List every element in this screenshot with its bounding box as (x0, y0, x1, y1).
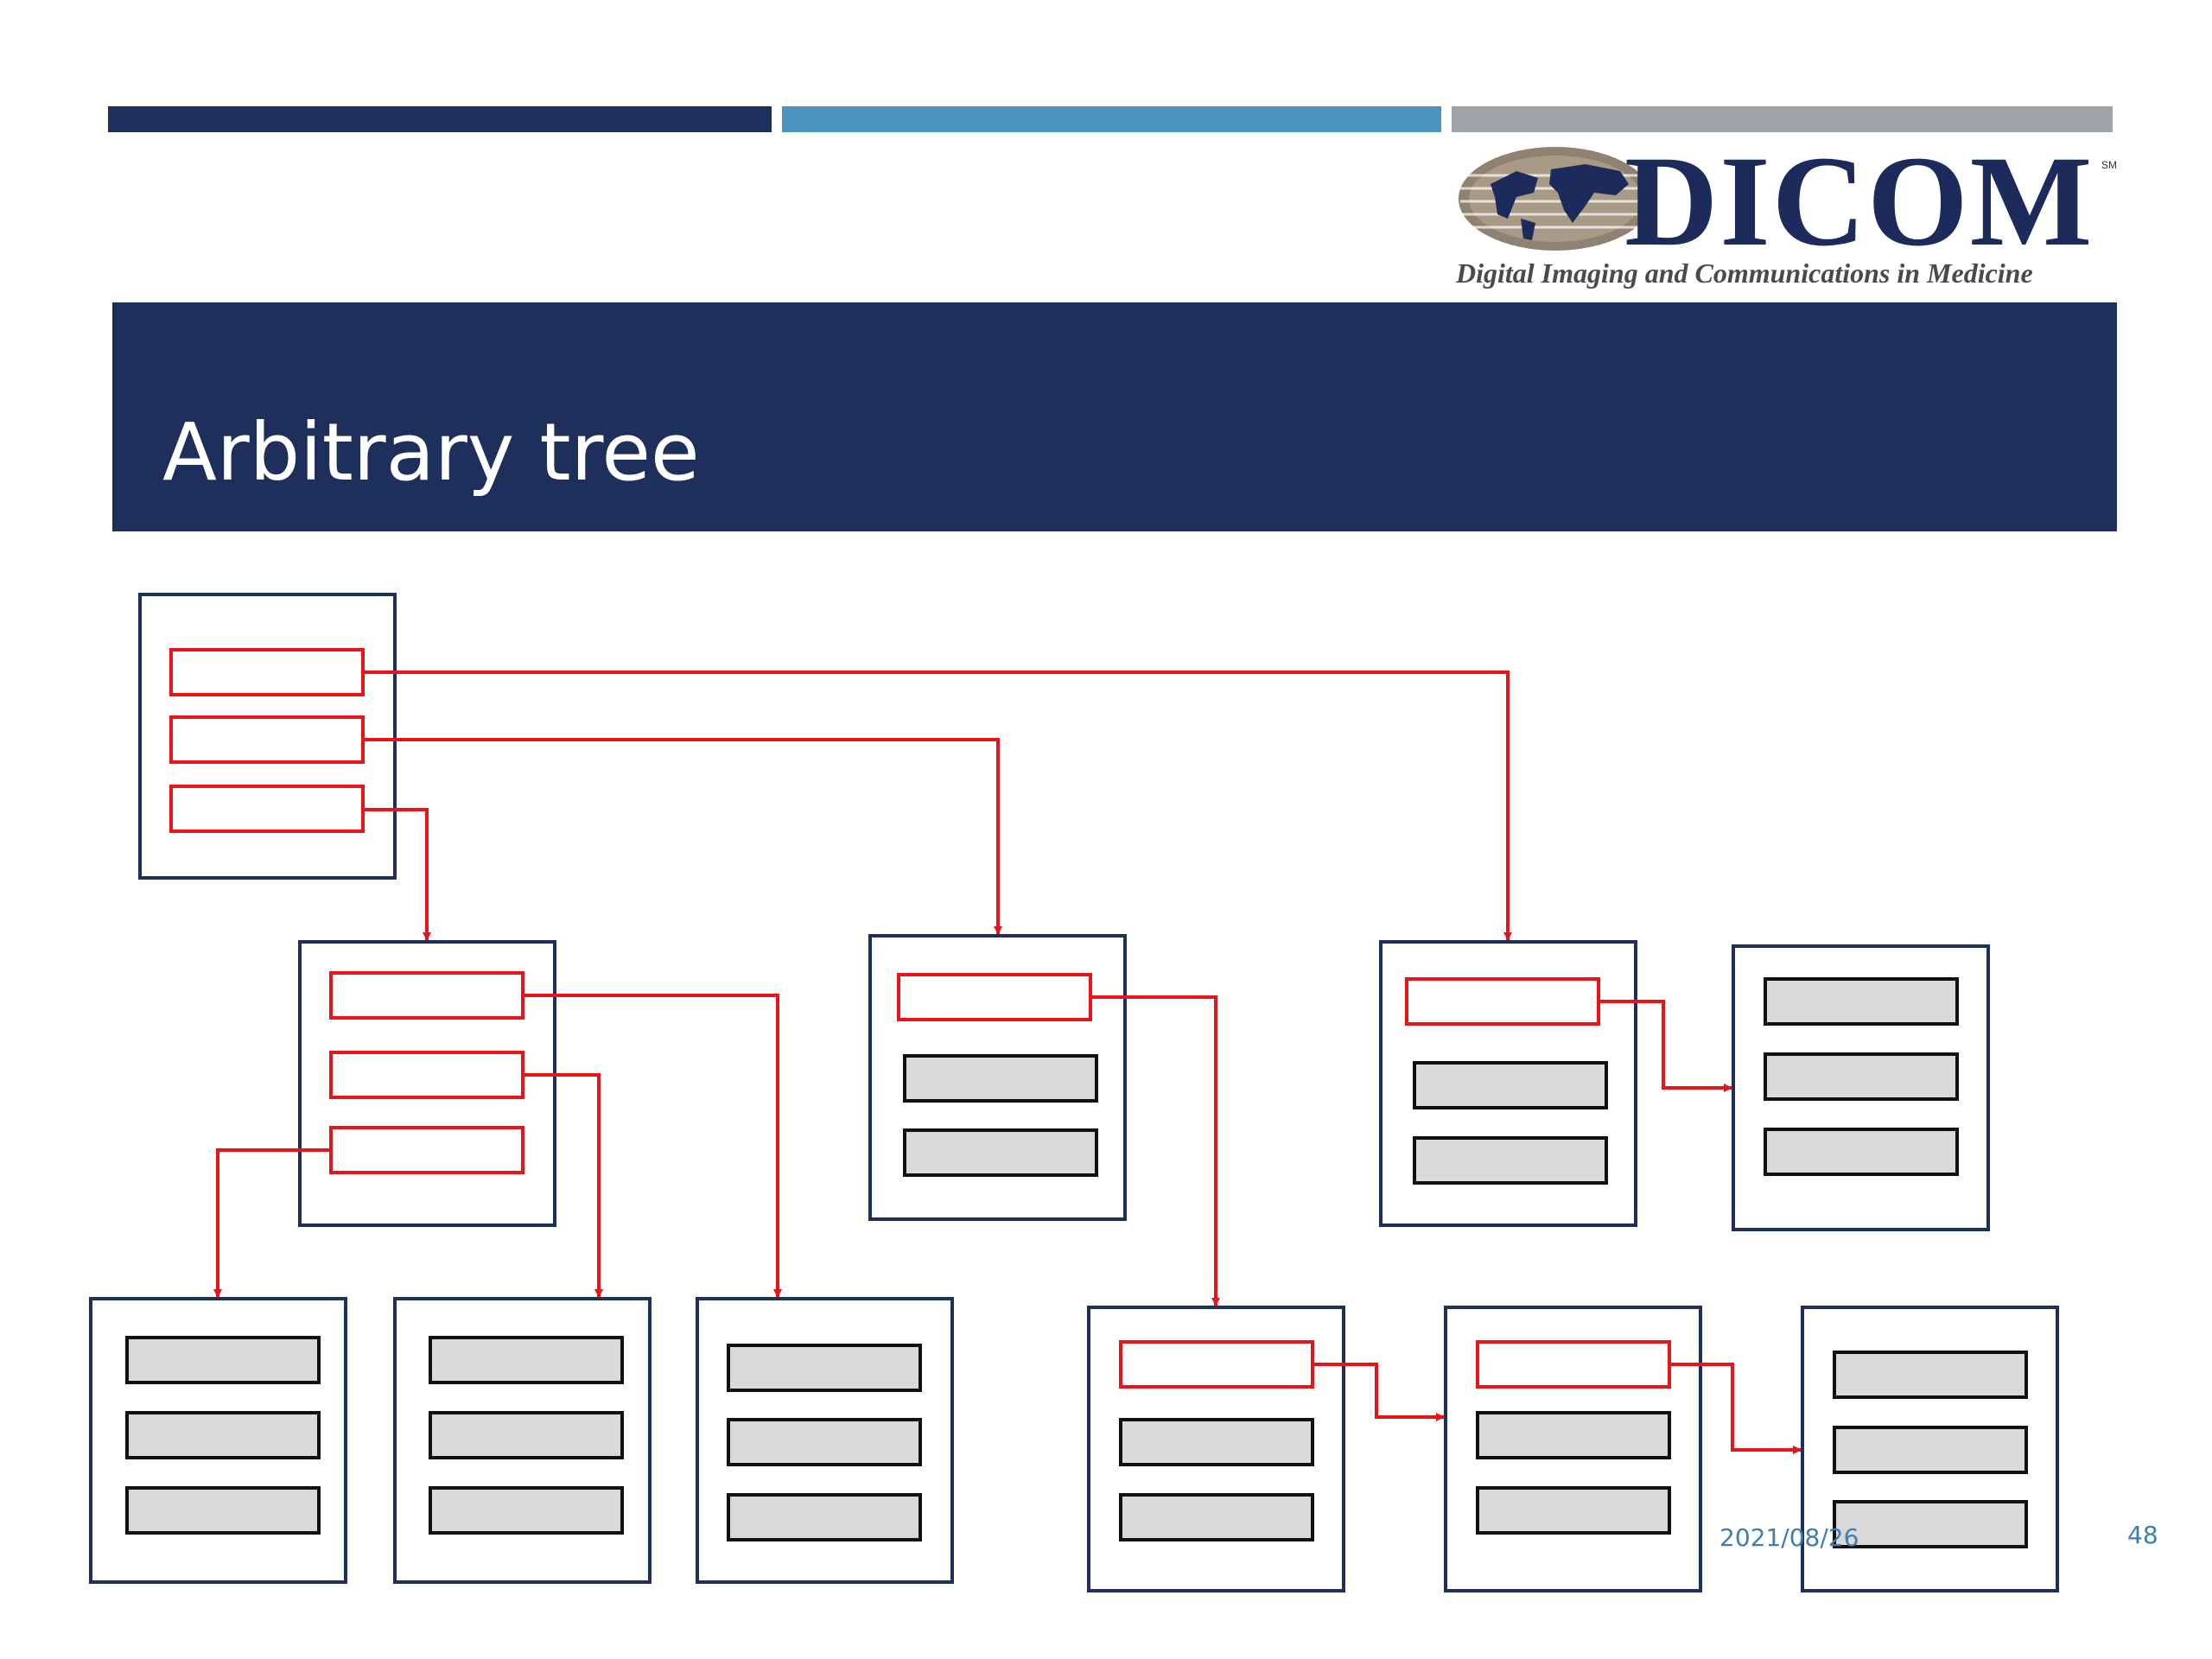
leaf-a2 (393, 1297, 652, 1584)
node-d-item-2 (1764, 1052, 1959, 1101)
dicom-logo: DICOM SM Digital Imaging and Communicati… (1452, 137, 2117, 296)
arrow-a3-to-leaf-a1 (213, 1148, 331, 1298)
node-b-item-2 (903, 1054, 1098, 1103)
node-a (298, 940, 556, 1227)
node-c-pointer-1 (1405, 977, 1600, 1026)
node-d (1732, 944, 1990, 1231)
logo-tagline: Digital Imaging and Communications in Me… (1456, 257, 2033, 289)
arrow-c-to-d (1599, 1000, 1732, 1092)
node-b-item-3 (903, 1128, 1098, 1177)
root-pointer-3 (169, 785, 365, 833)
title-banner: Arbitrary tree (112, 302, 2117, 531)
arrow-root-2-to-b (363, 738, 1002, 935)
header-bar-blue (782, 106, 1441, 132)
node-c-item-2 (1413, 1061, 1608, 1109)
slide-date: 2021/08/26 (1719, 1523, 1859, 1552)
logo-wordmark: DICOM (1624, 130, 2094, 273)
arrow-root-3-to-a (363, 808, 431, 941)
node-e-pointer-1 (1119, 1340, 1314, 1389)
globe-icon (1459, 147, 1652, 251)
arrow-a1-to-leaf-a3 (523, 994, 782, 1298)
node-a-pointer-3 (329, 1126, 524, 1174)
service-mark: SM (2101, 159, 2117, 171)
leaf-a3 (696, 1297, 954, 1584)
header-bar-navy (108, 106, 772, 132)
arrow-e-to-f (1313, 1363, 1445, 1421)
root-pointer-2 (169, 715, 365, 764)
node-a-pointer-1 (329, 971, 524, 1020)
arrow-b-to-e (1090, 995, 1220, 1306)
slide-title: Arbitrary tree (162, 406, 700, 499)
header-bar-gray (1452, 106, 2113, 132)
node-c-item-3 (1413, 1136, 1608, 1185)
node-d-item-1 (1764, 977, 1959, 1026)
node-b (868, 934, 1127, 1221)
node-g (1801, 1306, 2059, 1592)
node-a-pointer-2 (329, 1051, 524, 1099)
node-b-pointer-1 (897, 973, 1092, 1021)
root-pointer-1 (169, 648, 365, 696)
node-f-pointer-1 (1476, 1340, 1671, 1389)
leaf-a1 (89, 1297, 347, 1584)
node-e (1087, 1306, 1345, 1592)
node-d-item-3 (1764, 1128, 1959, 1176)
page-number: 48 (2127, 1521, 2158, 1549)
arrow-f-to-g (1669, 1363, 1802, 1454)
arrow-root-1-to-c (363, 671, 1512, 941)
node-c (1379, 940, 1637, 1227)
arrow-a2-to-leaf-a2 (523, 1073, 603, 1298)
root-node (138, 593, 397, 880)
node-f (1444, 1306, 1702, 1592)
